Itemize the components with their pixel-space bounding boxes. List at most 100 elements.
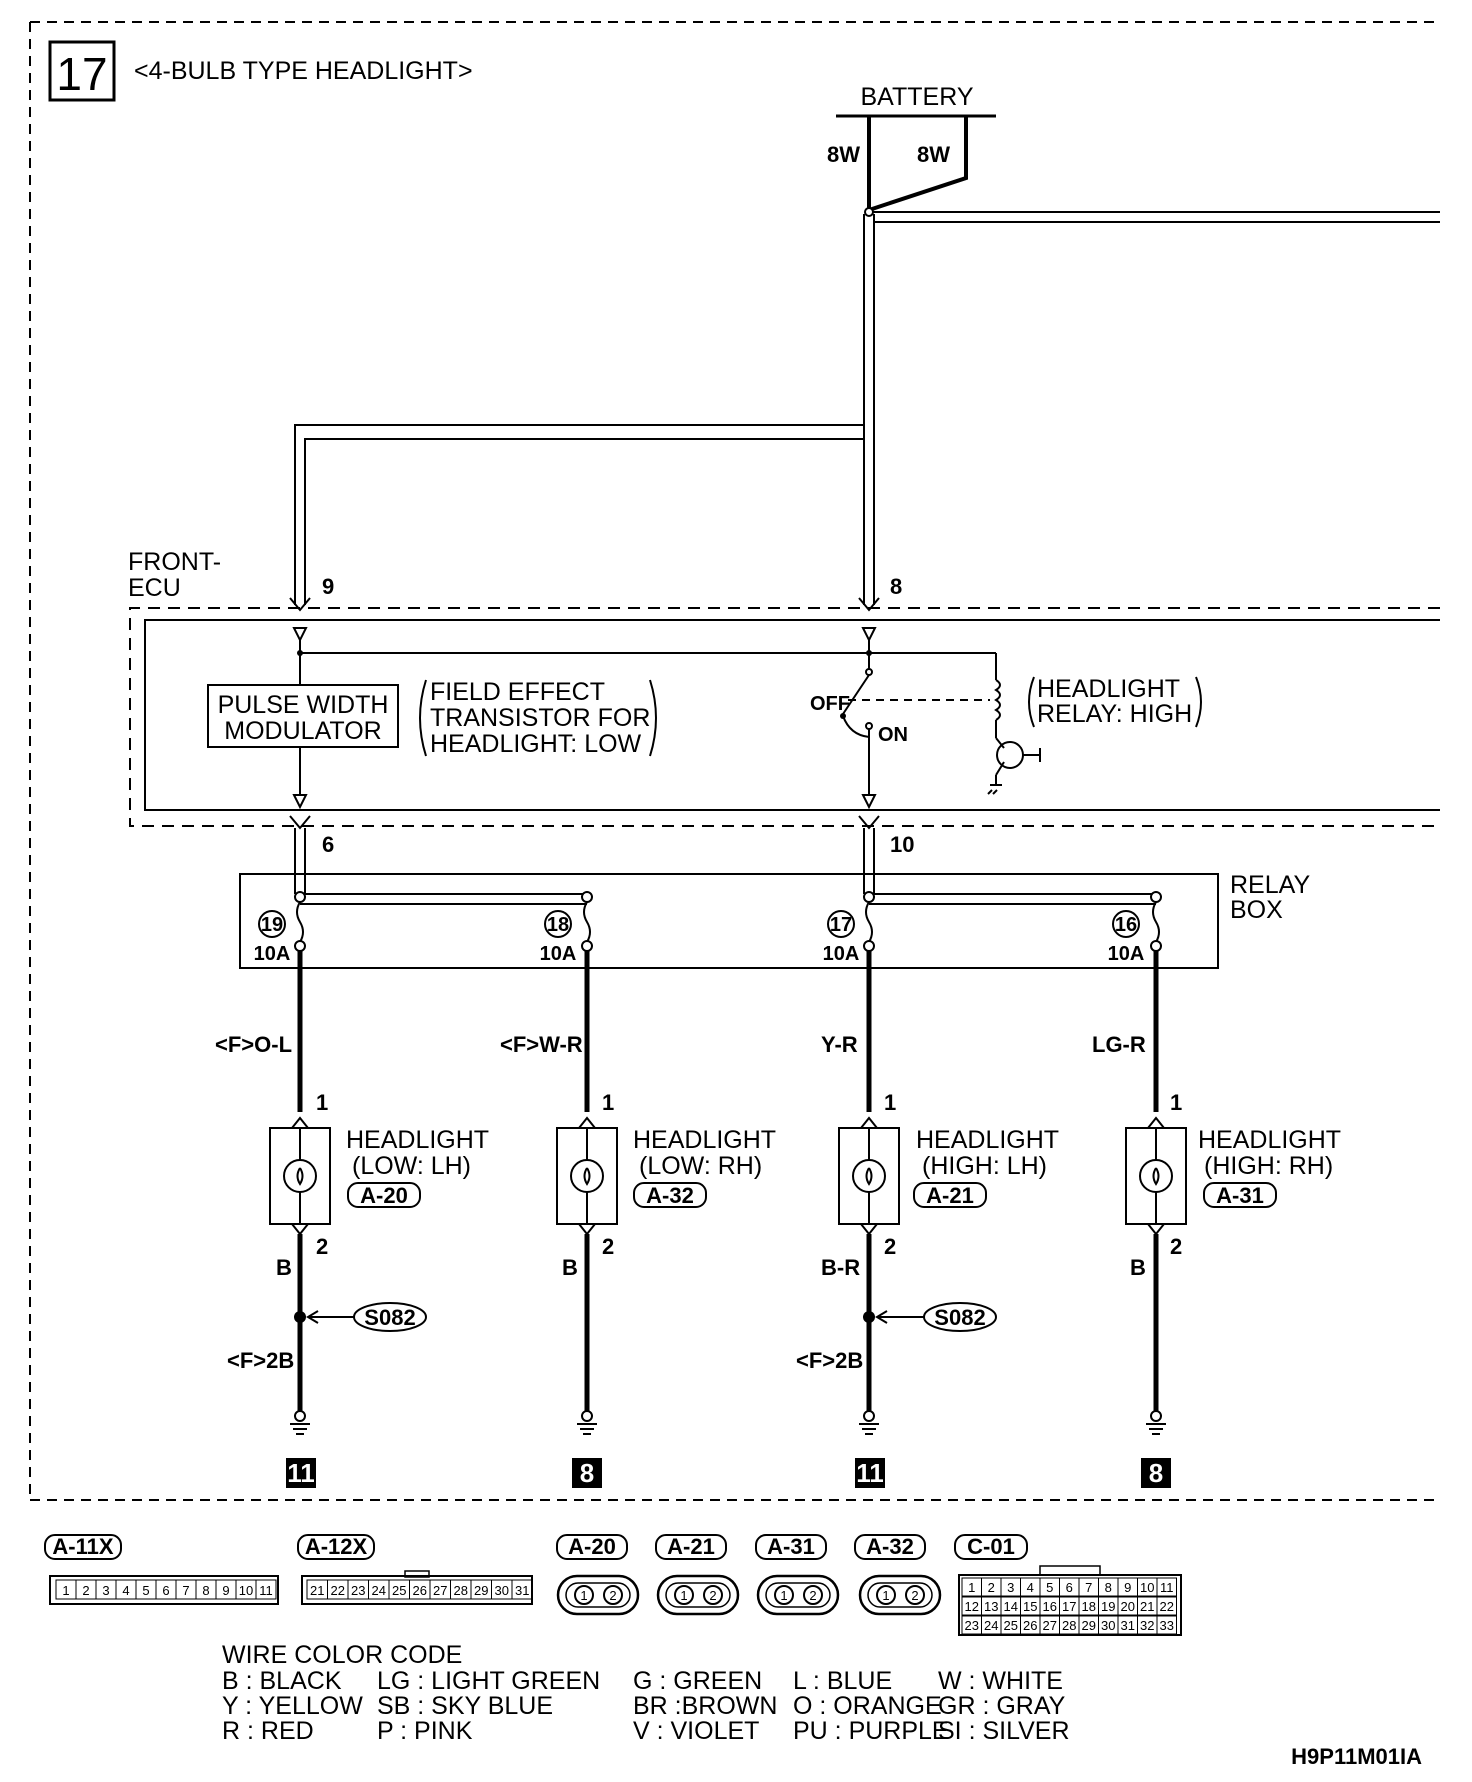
wire-color-entry: PU : PURPLE [793,1717,949,1745]
branch2-connector: A-32 [646,1183,694,1208]
fet-paren-left [419,679,427,757]
wire-to-ecu9-b [304,438,864,605]
branch-headlight-high-rh: LG-R 1 HEADLIGHT (HIGH: RH) A-31 2 B 8 [1092,951,1341,1488]
headlight-low-lh-icon [283,1159,317,1193]
pin-number: 22 [331,1583,345,1598]
branch2-ground-number: 8 [580,1458,594,1488]
branch-headlight-low-rh: <F>W-R 1 HEADLIGHT (LOW: RH) A-32 2 B 8 [500,951,776,1488]
relay-switch-off: OFF [810,693,850,715]
ecu-pin-6: 6 [322,832,334,857]
pwm-label-2: MODULATOR [224,717,381,745]
fuse-17-rating: 10A [823,943,860,965]
relay-box-bus-low [300,893,587,905]
branch4-connector: A-31 [1216,1183,1264,1208]
pin-number: 28 [1062,1618,1076,1633]
branch3-connector: A-21 [926,1183,974,1208]
pin-number: 26 [413,1583,427,1598]
branch1-wire-bottom: B [276,1255,292,1280]
relay-transistor-emitter [995,761,1005,776]
pin-number: 9 [1124,1580,1131,1595]
pin-cell [1156,1596,1177,1616]
pin-number: 32 [1140,1618,1154,1633]
wire-color-entry: SB : SKY BLUE [377,1692,553,1720]
page-number-box [48,40,116,102]
wire-color-entry: P : PINK [377,1717,473,1745]
wire-color-entry: SI : SILVER [938,1717,1070,1745]
pin-number: 1 [62,1583,69,1598]
relay-box-label-1: RELAY [1230,871,1310,899]
branch4-pin-bottom: 2 [1170,1234,1182,1259]
pin-number: 26 [1023,1618,1037,1633]
branch2-name-1: HEADLIGHT [633,1126,776,1154]
fuse-19-number: 19 [261,914,283,936]
connector-a-31: A-31 1 2 [755,1534,840,1616]
battery-junction [864,207,874,217]
connector-a-21-pin2: 2 [709,1588,716,1603]
ecu-pin6-inner [292,794,308,810]
branch-headlight-high-lh: Y-R 1 HEADLIGHT (HIGH: LH) A-21 2 B-R S0… [796,951,1059,1488]
branch3-wire-ground: <F>2B [796,1348,863,1373]
headlight-high-rh-icon [1139,1159,1173,1193]
pin-number: 9 [222,1583,229,1598]
battery-lead-right [868,116,968,212]
ecu-pin6-connector [289,815,311,830]
pin-number: 6 [1066,1580,1073,1595]
ecu-pin10-connector [858,815,880,830]
fuse-19-rating: 10A [254,943,291,965]
relay-paren-left [1028,676,1035,728]
pin-number: 5 [142,1583,149,1598]
pin-number: 27 [1043,1618,1057,1633]
connector-a-31-pin2: 2 [809,1588,816,1603]
pin-number: 22 [1160,1599,1174,1614]
pin-number: 18 [1082,1599,1096,1614]
branch1-pin-bottom: 2 [316,1234,328,1259]
pin-number: 25 [392,1583,406,1598]
branch3-name-2: (HIGH: LH) [922,1152,1047,1180]
connector-a-31-pin1: 1 [780,1588,787,1603]
connector-a-21: A-21 1 2 [655,1534,740,1616]
branch-headlight-low-lh: <F>O-L 1 HEADLIGHT (LOW: LH) A-20 2 B S0… [215,951,489,1488]
branch1-wire-top: <F>O-L [215,1032,292,1057]
pin-number: 30 [1101,1618,1115,1633]
branch1-ground-number: 11 [287,1458,315,1488]
fuse-19: 19 10A [254,891,306,965]
connector-a-32-pin2: 2 [911,1588,918,1603]
relay-switch-pivot [865,668,873,676]
pin-number: 31 [515,1583,529,1598]
pin-number: 2 [988,1580,995,1595]
diagram-title: <4-BULB TYPE HEADLIGHT> [134,57,473,85]
pin-number: 3 [102,1583,109,1598]
pin-number: 23 [965,1618,979,1633]
wire-to-ecu9-a [294,424,864,605]
relay-switch-blade [842,674,870,715]
connector-a-20-label: A-20 [568,1534,616,1559]
branch1-connector: A-20 [360,1183,408,1208]
branch3-wire-top: Y-R [821,1032,858,1057]
relay-box [239,873,1219,969]
fuse-16: 16 10A [1108,891,1162,965]
pin-number: 27 [433,1583,447,1598]
pin-number: 21 [1140,1599,1154,1614]
pin-number: 24 [372,1583,386,1598]
pin-number: 5 [1046,1580,1053,1595]
pin-number: 4 [122,1583,129,1598]
branch2-pin-bottom: 2 [602,1234,614,1259]
pin-number: 12 [965,1599,979,1614]
branch3-ground-icon [859,1423,879,1435]
relay-label-2: RELAY: HIGH [1037,700,1192,728]
branch2-name-2: (LOW: RH) [639,1152,762,1180]
connector-a-21-pin1: 1 [680,1588,687,1603]
branch4-wire-bottom: B [1130,1255,1146,1280]
relay-box-label-2: BOX [1230,896,1283,924]
wire-color-entry: G : GREEN [633,1667,762,1695]
pin-number: 11 [1160,1580,1174,1595]
relay-paren-right [1195,676,1202,728]
fuse-18-number: 18 [547,914,569,936]
pin-number: 2 [82,1583,89,1598]
pin-number: 17 [1062,1599,1076,1614]
pin-cell [1156,1615,1177,1635]
pin-number: 21 [310,1583,324,1598]
